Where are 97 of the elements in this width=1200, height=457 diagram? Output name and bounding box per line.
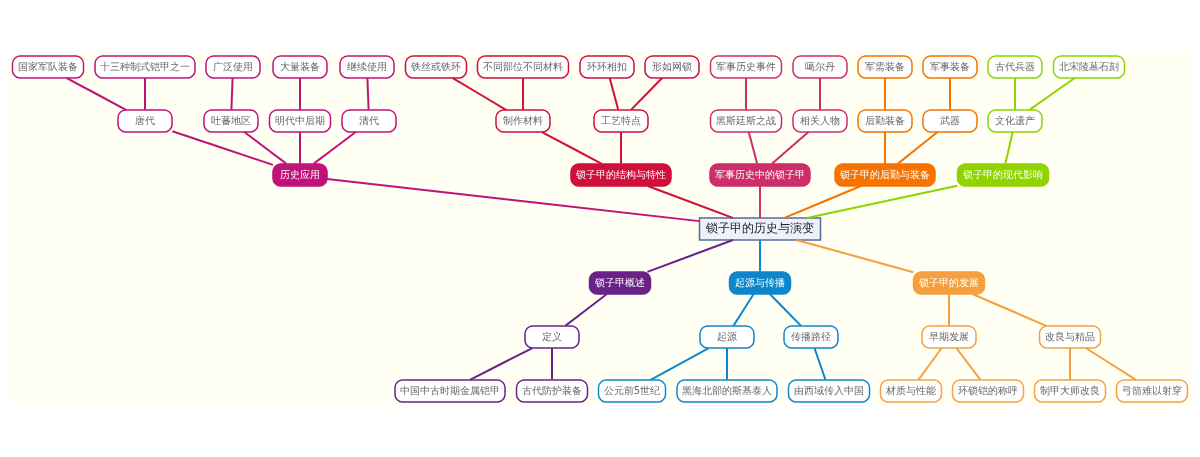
node-box: 改良与精品 (1038, 324, 1102, 349)
connector (884, 76, 886, 111)
connector (299, 76, 301, 111)
node-box: 军事历史中的锁子甲 (709, 162, 811, 187)
connector (366, 76, 370, 111)
node-box: 工艺特点 (593, 108, 649, 133)
node-box: 环锁铠的称呼 (951, 378, 1025, 403)
node-box: 历史应用 (272, 162, 328, 187)
node-box: 传播路径 (783, 324, 839, 349)
connector (551, 346, 553, 381)
connector (171, 129, 274, 166)
node-box: 定义 (524, 324, 580, 349)
connector (770, 130, 810, 165)
connector (745, 76, 747, 111)
connector (1028, 76, 1076, 111)
node-box: 锁子甲的结构与特性 (570, 162, 672, 187)
connector (620, 130, 622, 165)
connector (795, 238, 915, 273)
node-box: 不同部位不同材料 (476, 54, 570, 79)
connector (805, 184, 959, 219)
connector (917, 346, 943, 381)
node-box: 唐代 (117, 108, 173, 133)
connector (884, 130, 886, 165)
node-box: 锁子甲的发展 (912, 270, 986, 295)
connector (299, 130, 301, 165)
connector (630, 76, 664, 111)
node-box: 早期发展 (921, 324, 977, 349)
connector (1004, 130, 1014, 165)
node-box: 军事装备 (922, 54, 978, 79)
connector (468, 346, 534, 381)
node-box: 古代兵器 (987, 54, 1043, 79)
node-box: 锁子甲的现代影响 (956, 162, 1050, 187)
connector (326, 177, 701, 222)
connector (144, 76, 146, 111)
node-box: 铁丝或铁环 (404, 54, 468, 79)
connector (896, 130, 939, 165)
connector (759, 238, 761, 273)
node-box: 锁子甲概述 (588, 270, 652, 295)
connector (451, 76, 507, 111)
node-box: 锁子甲的后勤与装备 (834, 162, 936, 187)
node-box: 制甲大师改良 (1033, 378, 1107, 403)
connector (608, 76, 620, 111)
connector (948, 292, 950, 327)
node-box: 材质与性能 (879, 378, 943, 403)
node-box: 文化遗产 (987, 108, 1043, 133)
connector (726, 346, 728, 381)
node-box: 黑海北部的斯基泰人 (676, 378, 778, 403)
connector (646, 184, 734, 219)
connector (1014, 76, 1016, 111)
node-box: 广泛使用 (205, 54, 261, 79)
connector (768, 292, 802, 327)
node-box: 国家军队装备 (11, 54, 85, 79)
connector (783, 184, 862, 219)
node-box: 环环相扣 (579, 54, 635, 79)
connector (732, 292, 755, 327)
node-box: 起源 (699, 324, 755, 349)
connector (540, 130, 603, 165)
node-box: 大量装备 (272, 54, 328, 79)
connector (65, 76, 127, 111)
node-box: 相关人物 (792, 108, 848, 133)
connector (1069, 346, 1071, 381)
node-box: 由西域传入中国 (787, 378, 871, 403)
node-box: 吐蕃地区 (203, 108, 259, 133)
connector (955, 346, 982, 381)
connector (747, 130, 759, 165)
node-box: 继续使用 (339, 54, 395, 79)
connector (649, 346, 710, 381)
connector (243, 130, 288, 165)
node-box: 形如网锁 (644, 54, 700, 79)
node-box: 弓箭难以射穿 (1115, 378, 1189, 403)
connector (522, 76, 524, 111)
node-box: 噶尔丹 (792, 54, 848, 79)
node-box: 后勤装备 (857, 108, 913, 133)
connector (971, 292, 1048, 327)
node-box: 北宋陵墓石刻 (1052, 54, 1126, 79)
node-box: 军事历史事件 (709, 54, 783, 79)
connector (759, 184, 761, 219)
connector (949, 76, 951, 111)
node-box: 十三种制式铠甲之一 (94, 54, 196, 79)
node-box: 古代防护装备 (515, 378, 589, 403)
node-box: 明代中后期 (268, 108, 332, 133)
node-box: 武器 (922, 108, 978, 133)
connector (312, 130, 357, 165)
connector (564, 292, 608, 327)
connector (813, 346, 827, 381)
connector (646, 238, 734, 273)
connector (1084, 346, 1137, 381)
node-box: 黑斯廷斯之战 (709, 108, 783, 133)
connector (819, 76, 821, 111)
connector (230, 76, 234, 111)
node-box: 公元前5世纪 (597, 378, 667, 403)
node-box: 中国中古时期金属铠甲 (394, 378, 506, 403)
node-box: 军需装备 (857, 54, 913, 79)
node-box: 起源与传播 (728, 270, 792, 295)
node-box: 清代 (341, 108, 397, 133)
node-box: 锁子甲的历史与演变 (698, 216, 822, 241)
node-box: 制作材料 (495, 108, 551, 133)
